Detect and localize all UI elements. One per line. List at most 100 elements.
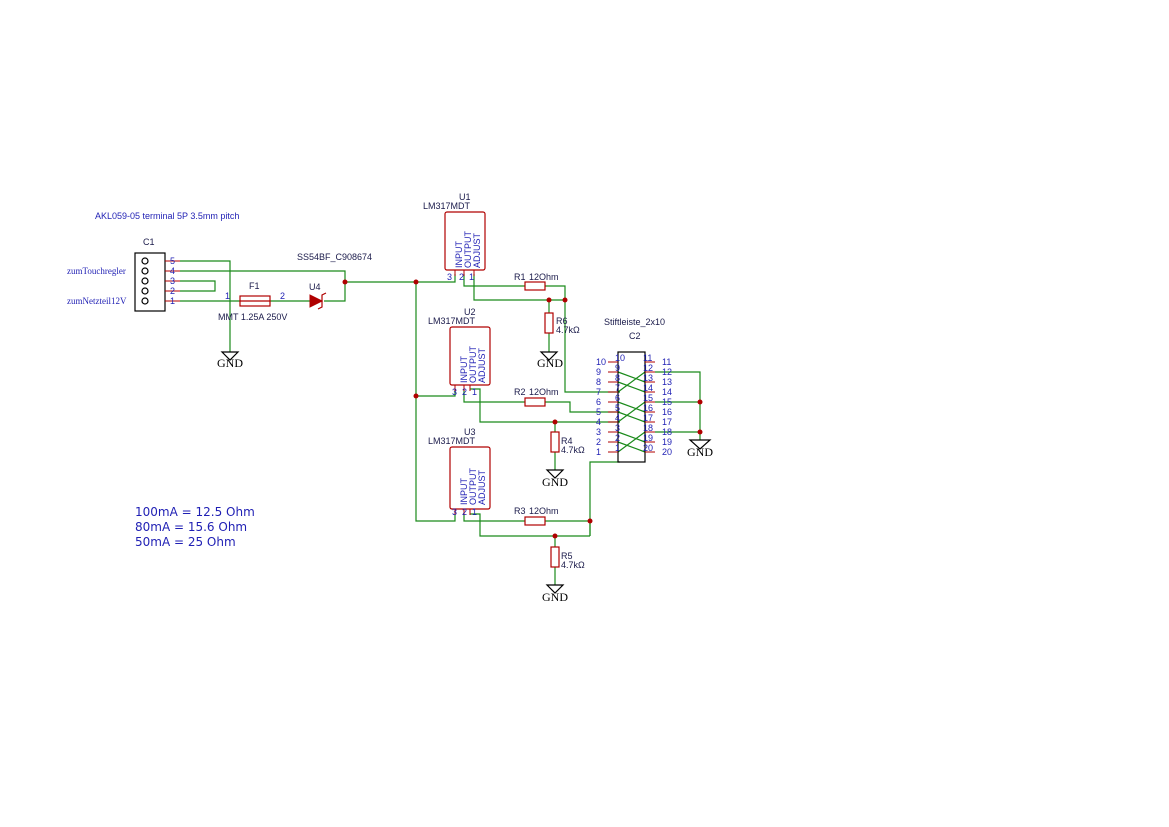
c1-pin-4: 4 bbox=[170, 266, 175, 276]
svg-text:GND: GND bbox=[217, 356, 243, 370]
net-label-psu: zumNetzteil12V bbox=[67, 296, 127, 306]
u3-value: LM317MDT bbox=[428, 436, 476, 446]
regulator-u1: U1 LM317MDT INPUT OUTPUT ADJUST 3 2 1 bbox=[423, 192, 486, 282]
c2-pin-number-inner: 6 bbox=[615, 393, 620, 403]
svg-text:R3: R3 bbox=[514, 506, 526, 516]
gnd-symbol-r4: GND bbox=[542, 469, 568, 489]
c2-pin-number-inner: 8 bbox=[615, 373, 620, 383]
u3-pin-input: INPUT bbox=[459, 477, 469, 505]
u3-pinnum-2: 2 bbox=[462, 507, 467, 517]
c2-pin-number: 13 bbox=[662, 377, 672, 387]
terminal-c1: AKL059-05 terminal 5P 3.5mm pitch C1 5 4… bbox=[67, 211, 239, 312]
c1-pin-3: 3 bbox=[170, 276, 175, 286]
note-50ma: 50mA = 25 Ohm bbox=[135, 535, 236, 549]
c2-pin-number: 7 bbox=[596, 387, 601, 397]
c2-pin-number-inner: 4 bbox=[615, 413, 620, 423]
svg-text:R1: R1 bbox=[514, 272, 526, 282]
c2-pin-number-inner: 9 bbox=[615, 363, 620, 373]
svg-text:12Ohm: 12Ohm bbox=[529, 506, 559, 516]
svg-text:GND: GND bbox=[542, 475, 568, 489]
u4-ref: U4 bbox=[309, 282, 321, 292]
u3-pin-output: OUTPUT bbox=[468, 468, 478, 506]
c1-pin-5: 5 bbox=[170, 256, 175, 266]
u2-pin-output: OUTPUT bbox=[468, 346, 478, 384]
c2-pin-number: 5 bbox=[596, 407, 601, 417]
note-100ma: 100mA = 12.5 Ohm bbox=[135, 505, 255, 519]
c2-pin-number: 3 bbox=[596, 427, 601, 437]
u2-pinnum-2: 2 bbox=[462, 387, 467, 397]
u1-pin-output: OUTPUT bbox=[463, 231, 473, 269]
regulator-u3: U3 LM317MDT INPUT OUTPUT ADJUST 3 2 1 bbox=[428, 427, 491, 517]
c1-value: AKL059-05 terminal 5P 3.5mm pitch bbox=[95, 211, 239, 221]
c2-pin-number: 9 bbox=[596, 367, 601, 377]
c2-pin-number-inner: 16 bbox=[643, 403, 653, 413]
svg-text:GND: GND bbox=[687, 445, 713, 459]
c2-pin-number: 1 bbox=[596, 447, 601, 457]
c2-pin-number: 18 bbox=[662, 427, 672, 437]
c2-pin-number: 11 bbox=[662, 357, 671, 367]
resistor-r5: R5 4.7kΩ bbox=[550, 546, 585, 570]
resistor-r6: R6 4.7kΩ bbox=[544, 312, 580, 335]
gnd-symbol-c1: GND bbox=[217, 351, 243, 370]
c2-pin-number: 2 bbox=[596, 437, 601, 447]
c2-pin-number: 14 bbox=[662, 387, 672, 397]
c2-pin-number-inner: 17 bbox=[643, 413, 653, 423]
c1-pin-2: 2 bbox=[170, 286, 175, 296]
c2-pin-number: 17 bbox=[662, 417, 672, 427]
c2-value: Stiftleiste_2x10 bbox=[604, 317, 665, 327]
c2-pin-number-inner: 5 bbox=[615, 403, 620, 413]
net-label-touch: zumTouchregler bbox=[67, 266, 126, 276]
svg-text:4.7kΩ: 4.7kΩ bbox=[561, 560, 585, 570]
svg-text:R6: R6 bbox=[556, 316, 568, 326]
c2-pin-number-inner: 1 bbox=[615, 443, 620, 453]
u1-value: LM317MDT bbox=[423, 201, 471, 211]
u2-value: LM317MDT bbox=[428, 316, 476, 326]
c2-pin-number: 15 bbox=[662, 397, 672, 407]
c2-pin-number: 16 bbox=[662, 407, 672, 417]
c2-pin-number: 10 bbox=[596, 357, 606, 367]
u2-pinnum-3: 3 bbox=[452, 387, 457, 397]
c2-pin-number: 12 bbox=[662, 367, 672, 377]
u1-pinnum-3: 3 bbox=[447, 272, 452, 282]
svg-text:4.7kΩ: 4.7kΩ bbox=[561, 445, 585, 455]
c2-pin-number: 6 bbox=[596, 397, 601, 407]
c2-pin-number-inner: 18 bbox=[643, 423, 653, 433]
u1-pinnum-1: 1 bbox=[469, 272, 474, 282]
gnd-symbol-c2: GND bbox=[687, 439, 713, 459]
u1-pinnum-2: 2 bbox=[459, 272, 464, 282]
c2-pin-number-inner: 13 bbox=[643, 373, 653, 383]
f1-pin-2: 2 bbox=[280, 291, 285, 301]
resistor-r3: R3 12Ohm bbox=[514, 506, 559, 526]
c2-pin-number: 4 bbox=[596, 417, 601, 427]
regulator-u2: U2 LM317MDT INPUT OUTPUT ADJUST 3 2 1 bbox=[428, 307, 491, 397]
c2-pin-number-inner: 11 bbox=[643, 353, 652, 363]
resistor-r2: R2 12Ohm bbox=[514, 387, 559, 407]
wires bbox=[180, 260, 701, 585]
resistor-r4: R4 4.7kΩ bbox=[550, 431, 585, 455]
svg-text:GND: GND bbox=[542, 590, 568, 604]
c2-pin-number-inner: 3 bbox=[615, 423, 620, 433]
junctions bbox=[342, 279, 703, 539]
u3-pinnum-1: 1 bbox=[472, 507, 477, 517]
svg-text:R2: R2 bbox=[514, 387, 526, 397]
c2-pin-number-inner: 20 bbox=[643, 443, 653, 453]
c2-pin-number-inner: 7 bbox=[615, 383, 620, 393]
current-notes: 100mA = 12.5 Ohm 80mA = 15.6 Ohm 50mA = … bbox=[135, 505, 255, 549]
diode-u4: SS54BF_C908674 U4 bbox=[297, 252, 372, 310]
gnd-symbol-r5: GND bbox=[542, 584, 568, 604]
u3-ref: U3 bbox=[464, 427, 476, 437]
note-80ma: 80mA = 15.6 Ohm bbox=[135, 520, 247, 534]
svg-text:12Ohm: 12Ohm bbox=[529, 272, 559, 282]
c2-pin-number-inner: 19 bbox=[643, 433, 653, 443]
f1-pin-1: 1 bbox=[225, 291, 230, 301]
resistor-r1: R1 12Ohm bbox=[514, 272, 559, 291]
c2-pin-number: 8 bbox=[596, 377, 601, 387]
svg-text:GND: GND bbox=[537, 356, 563, 370]
svg-text:R5: R5 bbox=[561, 551, 573, 561]
c1-pin-1: 1 bbox=[170, 296, 175, 306]
c2-pin-number: 19 bbox=[662, 437, 672, 447]
